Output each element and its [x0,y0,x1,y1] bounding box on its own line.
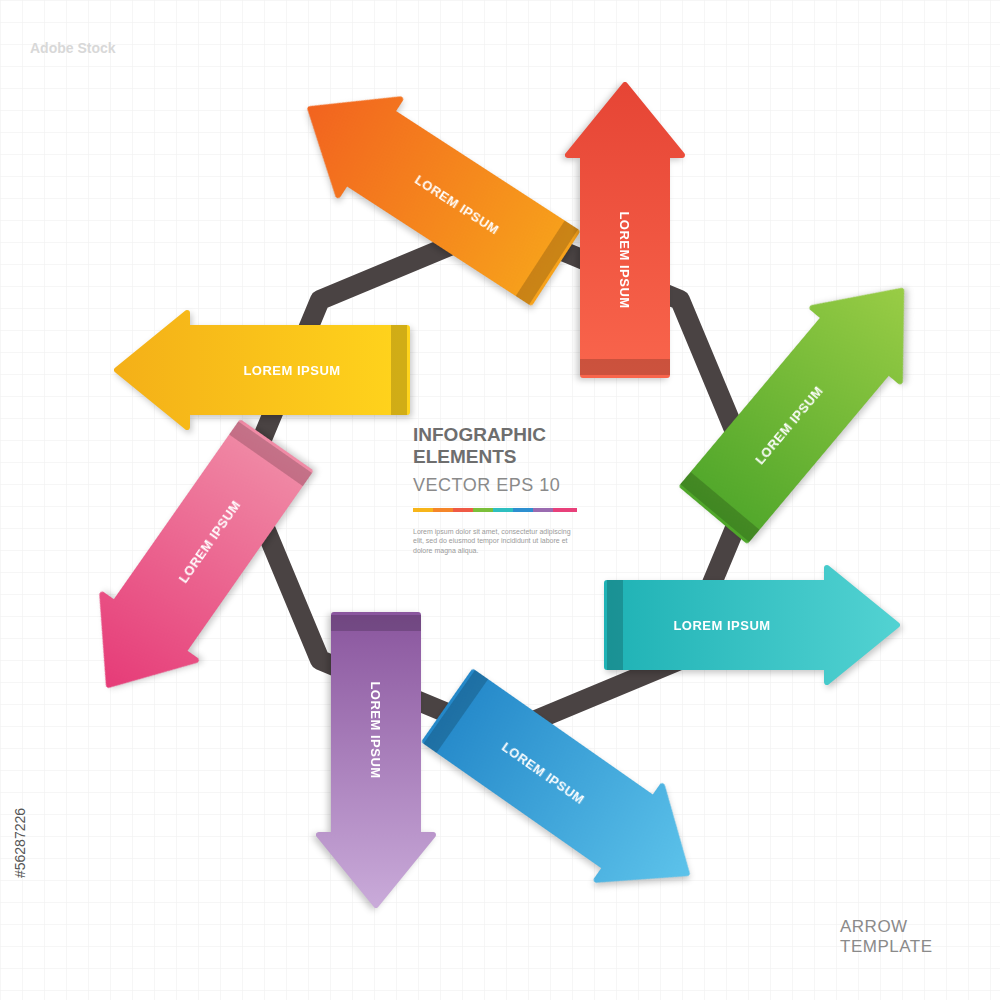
body-note: Lorem ipsum dolor sit amet, consectetur … [413,527,581,555]
arrow-outline [607,568,897,682]
footer-label: ARROW TEMPLATE [840,917,970,956]
tail-curl [607,580,623,670]
arrow-body: LOREM IPSUM [617,566,827,684]
step-label: LOREM IPSUM [412,172,502,238]
arrow-outline [62,415,322,718]
color-bar [413,508,577,512]
arrow-outline [279,61,584,315]
subheading: VECTOR EPS 10 [413,475,613,496]
arrow-step: LOREM IPSUM [117,311,407,429]
step-label: LOREM IPSUM [618,211,633,308]
arrow-body: LOREM IPSUM [317,625,435,835]
arrow-step: LOREM IPSUM [670,253,947,551]
heading: INFOGRAPHIC ELEMENTS [413,424,583,468]
arrow-body: LOREM IPSUM [187,311,397,429]
tail-curl [516,221,578,305]
tail-curl [391,325,407,415]
arrow-outline [319,615,433,905]
tail-curl [580,359,670,375]
arrow-outline [417,660,720,920]
step-label: LOREM IPSUM [499,739,587,807]
arrow-outline [671,254,945,549]
step-label: LOREM IPSUM [243,363,340,378]
tail-curl [423,670,488,753]
arrow-step: LOREM IPSUM [61,413,324,718]
arrow-step: LOREM IPSUM [566,85,684,375]
step-label: LOREM IPSUM [369,681,384,778]
arrow-body: LOREM IPSUM [566,155,684,365]
arrow-step: LOREM IPSUM [317,615,435,905]
arrow-step: LOREM IPSUM [607,566,897,684]
arrow-step: LOREM IPSUM [278,60,585,317]
arrow-outline [568,85,682,375]
step-label: LOREM IPSUM [673,618,770,633]
stock-id: #56287226 [12,753,28,933]
arrow-outline [117,313,407,427]
tail-curl [331,615,421,631]
tail-curl [229,421,312,486]
step-label: LOREM IPSUM [752,383,826,467]
tail-curl [680,472,759,542]
step-label: LOREM IPSUM [175,497,243,585]
arrow-step: LOREM IPSUM [415,659,720,922]
watermark: Adobe Stock [30,40,150,56]
